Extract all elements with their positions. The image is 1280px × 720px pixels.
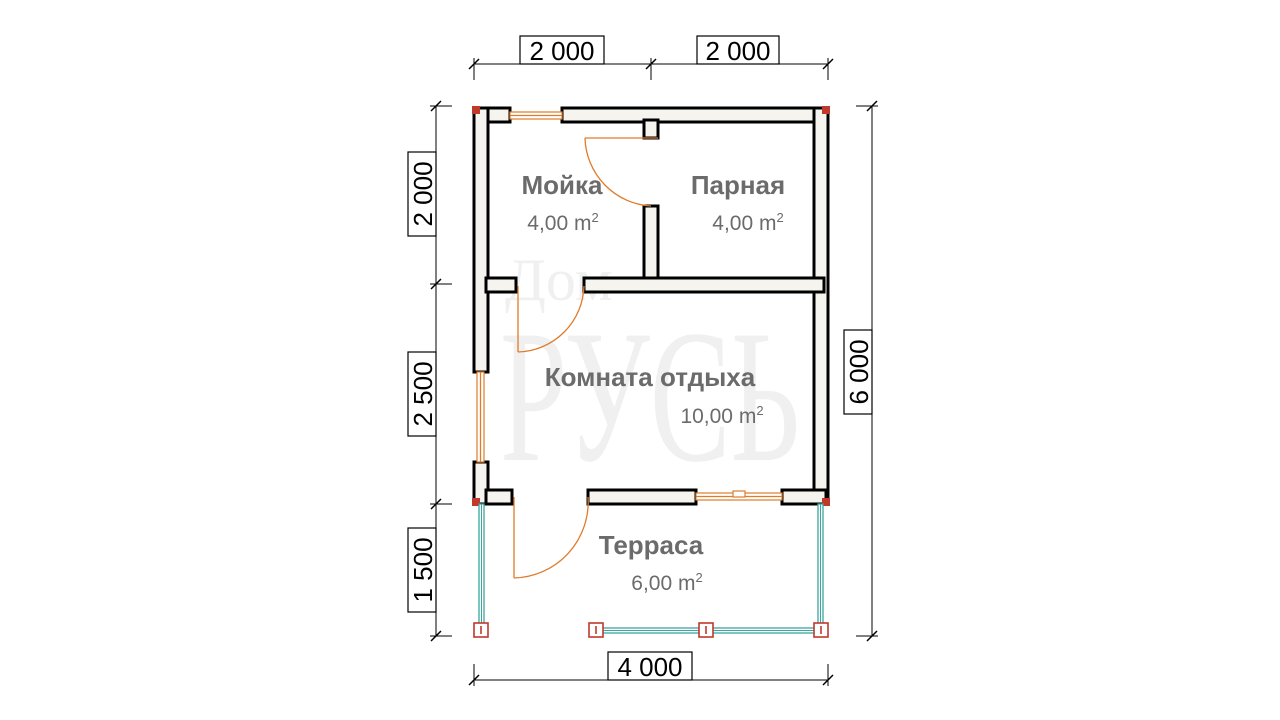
wall-partition-upper-stub [642, 118, 660, 140]
room-area-terrasa-sup: 2 [695, 570, 702, 585]
dim-label-bottom: 4 000 [617, 652, 682, 682]
dim-box-left-top [407, 151, 437, 237]
corner-marker-top-left [472, 106, 480, 114]
dim-box-bottom [607, 651, 693, 681]
windows [476, 111, 783, 501]
wall-bottom-left-stub [484, 488, 514, 506]
corner-marker-bottom-left [472, 498, 480, 506]
room-labels: Мойка 4,00 m2 Парная 4,00 m2 Комната отд… [522, 170, 786, 595]
wall-right [812, 106, 830, 506]
doors [513, 137, 658, 579]
dim-box-right [843, 329, 873, 415]
room-area-moika-sup: 2 [591, 210, 598, 225]
room-name-moika: Мойка [522, 170, 604, 200]
room-name-komnata: Комната отдыха [545, 362, 756, 392]
room-area-moika: 4,00 m2 [527, 210, 598, 235]
room-area-parnaya: 4,00 m2 [712, 210, 783, 235]
room-area-komnata: 10,00 m2 [680, 403, 763, 428]
wall-partition-left-stub [484, 276, 518, 294]
room-area-terrasa: 6,00 m2 [631, 570, 702, 595]
watermark: Дом РУСЬ [500, 247, 800, 502]
wall-bottom-right [780, 488, 828, 506]
dim-box-top-left [519, 35, 605, 65]
window-bottom-center-mark [732, 490, 746, 498]
walls [472, 106, 830, 506]
dim-label-left-middle: 2 500 [408, 361, 438, 426]
room-name-parnaya: Парная [691, 170, 785, 200]
door-arc-terrasa [513, 496, 589, 579]
terrace-railings [473, 503, 829, 638]
door-arc-moika-komnata [517, 285, 585, 353]
corner-marker-top-right [822, 106, 830, 114]
dim-box-left-bottom [407, 527, 437, 613]
room-area-parnaya-sup: 2 [776, 210, 783, 225]
dim-label-top-right: 2 000 [705, 36, 770, 66]
dim-label-top-left: 2 000 [529, 36, 594, 66]
room-name-terrasa: Терраса [599, 530, 704, 560]
wall-top [560, 106, 830, 124]
dimension-labels: 2 000 2 000 4 000 6 000 2 000 2 500 1 50… [408, 36, 874, 682]
dim-label-left-bottom: 1 500 [408, 537, 438, 602]
watermark-line2: РУСЬ [500, 292, 800, 502]
door-arc-moika-parnaya [584, 137, 652, 207]
wall-left-upper [472, 106, 490, 374]
dim-box-left-middle [407, 351, 437, 437]
wall-bottom-middle [586, 488, 698, 506]
dim-label-right: 6 000 [844, 339, 874, 404]
wall-partition-horizontal [582, 276, 826, 294]
dim-box-top-right [696, 35, 780, 65]
room-area-komnata-sup: 2 [756, 403, 763, 418]
dim-label-left-top: 2 000 [408, 161, 438, 226]
dimension-lines [407, 35, 878, 686]
corner-marker-bottom-right [822, 498, 830, 506]
